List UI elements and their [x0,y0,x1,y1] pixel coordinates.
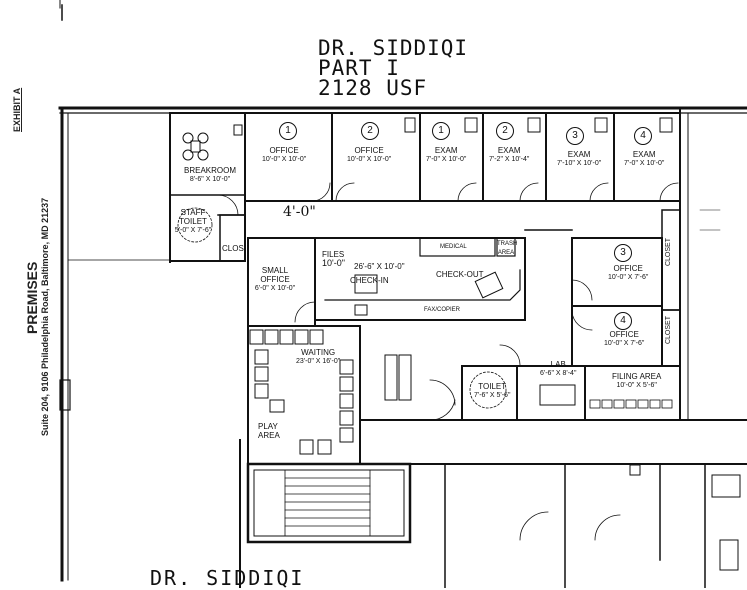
exam-4-number: 4 [634,127,652,145]
exam-2-number: 2 [496,122,514,140]
premises-label: PREMISES [24,261,40,334]
adjacent-suite-title: DR. SIDDIQI [150,566,305,590]
exam-1-number: 1 [432,122,450,140]
closet-label: CLOSET [665,238,672,267]
corridor-dimension: 4'-0" [283,204,316,220]
fax-label: FAX/COPIER [424,307,461,313]
office-2-number: 2 [361,122,379,140]
checkout-label: CHECK-OUT [436,270,484,279]
clos-label: CLOS. [222,244,247,253]
office-4-number: 4 [614,312,632,330]
medical-label: MEDICAL [440,244,467,250]
office-3-number: 3 [614,244,632,262]
trash-label: TRASH AREA [497,241,518,256]
plan-area: 2128 USF [318,76,428,100]
exhibit-label: EXHIBIT A [12,87,22,132]
plan-title: DR. SIDDIQI [318,36,469,60]
closet-2-label: CLOSET [665,316,672,345]
exam-3-number: 3 [566,127,584,145]
office-1-number: 1 [279,122,297,140]
play-area-label: PLAY AREA [258,422,280,440]
address-label: Suite 204, 9106 Philadelphia Road, Balti… [40,197,50,436]
plan-subtitle: PART I [318,56,400,80]
checkin-label: CHECK-IN [350,276,389,285]
checkin-dimension: 26'-6" X 10'-0" [354,262,405,271]
